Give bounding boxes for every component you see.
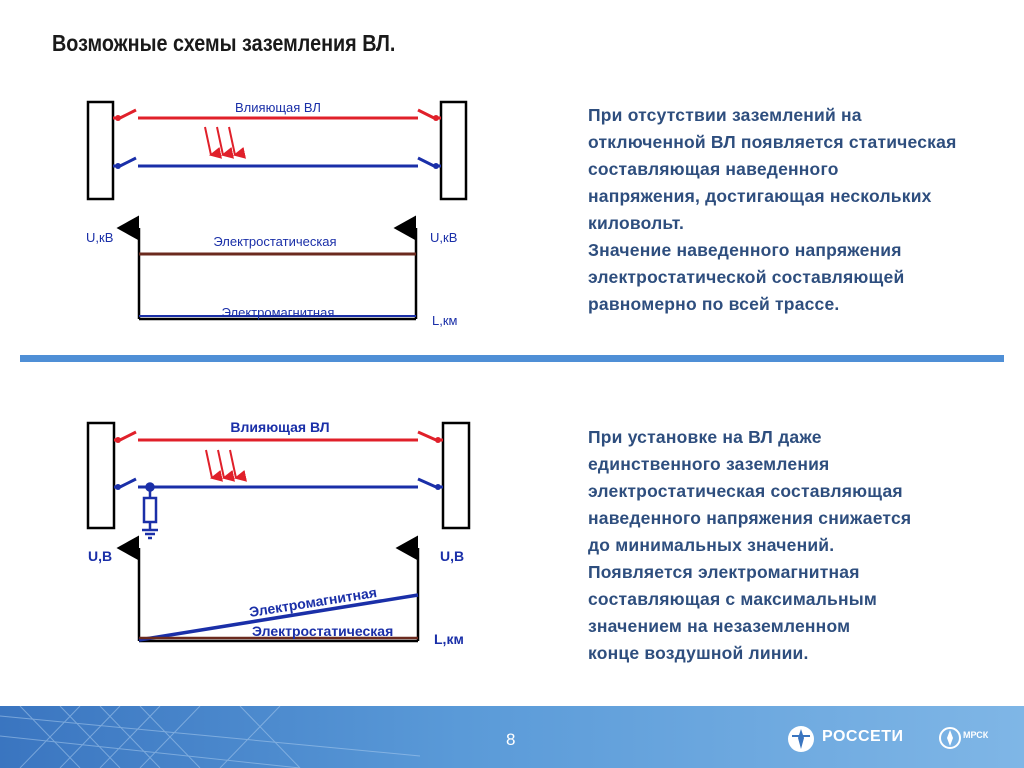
support-left — [86, 421, 116, 530]
induction-arrows — [205, 449, 248, 482]
text-line: Значение наведенного напряжения — [588, 240, 902, 260]
support-left — [86, 100, 115, 201]
paragraph-single-grounding: При установке на ВЛ даже единственного з… — [588, 424, 911, 667]
support-right — [439, 100, 468, 201]
disconnected-line — [114, 477, 443, 489]
paragraph-no-grounding: При отсутствии заземлений на отключенной… — [588, 102, 956, 318]
text-line: При установке на ВЛ даже — [588, 427, 822, 447]
label-influencing-line: Влияющая ВЛ — [235, 100, 321, 115]
u-label-right: U,B — [440, 548, 464, 564]
text-line: При отсутствии заземлений на — [588, 105, 862, 125]
tower-decoration — [0, 706, 420, 768]
electromagnetic-label: Электромагнитная — [248, 584, 378, 620]
grounding-symbol — [142, 482, 158, 540]
u-label-left: U,кВ — [86, 230, 113, 245]
electromagnetic-curve — [138, 593, 419, 642]
page-title: Возможные схемы заземления ВЛ. — [52, 30, 396, 56]
electrostatic-label: Электростатическая — [252, 623, 393, 639]
diagram-single-grounding: Влияющая ВЛ U,B U,B Электромагнитная Эле… — [86, 419, 471, 647]
u-label-left: U,B — [88, 548, 112, 564]
text-line: составляющая с максимальным — [588, 589, 878, 609]
text-line: Появляется электромагнитная — [588, 562, 860, 582]
text-line: составляющая наведенного — [588, 159, 839, 179]
text-line: киловольт. — [588, 213, 685, 233]
diagram-no-grounding: Влияющая ВЛ U,кВ U,кВ Электростатическая… — [86, 100, 468, 328]
text-line: наведенного напряжения снижается — [588, 508, 912, 528]
u-label-right: U,кВ — [430, 230, 457, 245]
electromagnetic-label: Электромагнитная — [222, 305, 335, 320]
rosseti-logo-icon — [788, 726, 814, 752]
text-line: конце воздушной линии. — [588, 643, 809, 663]
footer-bar: 8 РОССЕТИ МРСК — [0, 706, 1024, 768]
text-line: напряжения, достигающая нескольких — [588, 186, 932, 206]
l-label: L,км — [434, 631, 464, 647]
mrsk-logo-icon — [939, 727, 961, 749]
brand-mrsk: МРСК — [963, 730, 989, 740]
l-label: L,км — [432, 313, 458, 328]
support-right — [441, 421, 471, 530]
text-line: электростатическая составляющая — [588, 481, 903, 501]
brand-name: РОССЕТИ — [822, 728, 904, 745]
electrostatic-label: Электростатическая — [213, 234, 336, 249]
text-line: равномерно по всей трассе. — [588, 294, 840, 314]
text-line: отключенной ВЛ появляется статическая — [588, 132, 957, 152]
label-influencing-line: Влияющая ВЛ — [230, 419, 329, 435]
page-number: 8 — [506, 730, 516, 749]
text-line: электростатической составляющей — [588, 267, 905, 287]
induction-arrows — [204, 126, 247, 159]
text-line: значением на незаземленном — [588, 616, 851, 636]
text-line: единственного заземления — [588, 454, 830, 474]
section-divider — [20, 355, 1004, 362]
text-line: до минимальных значений. — [588, 535, 835, 555]
